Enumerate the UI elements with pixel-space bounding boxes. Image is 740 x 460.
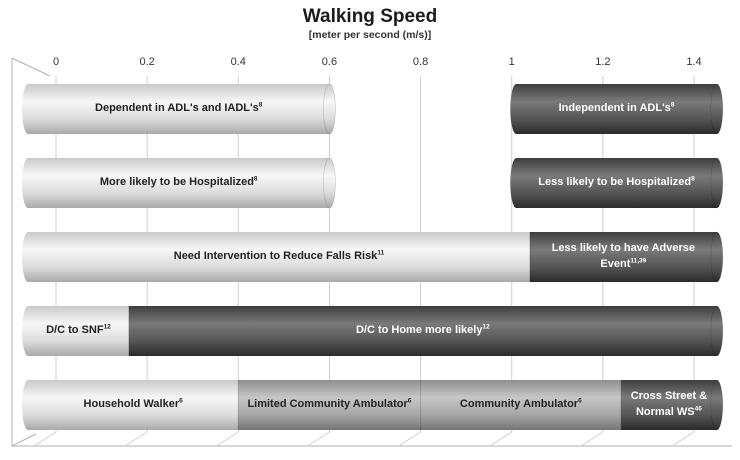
grid-floor-line [124, 431, 148, 447]
bar-cap-left [22, 84, 34, 134]
bar-segment-adl-0 [22, 83, 336, 135]
bar-segment-ambulation-2 [420, 380, 622, 430]
bar-cap-left [22, 306, 34, 356]
bar-segment-ambulation-0 [22, 380, 239, 430]
x-tick-label: 0 [53, 56, 59, 68]
x-tick-label: 1 [509, 56, 515, 68]
bar-segment-falls-1 [529, 231, 724, 283]
grid-floor-line [398, 431, 421, 447]
bar-cap-right [323, 157, 336, 209]
bar-segment-body [529, 232, 717, 282]
bar-segment-ambulation-1 [237, 380, 421, 430]
bar-segment-discharge-0 [22, 306, 129, 356]
bar-cap-left [510, 84, 523, 134]
bar-cap-left [22, 380, 34, 430]
bar-cap-right [710, 231, 724, 283]
bar-cap-right [710, 83, 724, 135]
x-tick-label: 1.4 [686, 56, 701, 68]
plot-frame [11, 57, 732, 447]
bar-segment-body [420, 380, 622, 430]
x-axis-ticks: 0 0.2 0.4 0.6 0.8 1 1.2 1.4 [53, 56, 702, 68]
bar-segment-body [28, 232, 530, 282]
bar-segment-body [516, 158, 717, 208]
grid-floor-line [307, 431, 330, 447]
bar-cap-right [710, 305, 724, 357]
grid-floor-line [671, 431, 695, 447]
bars [22, 83, 724, 431]
x-tick-label: 0.4 [231, 56, 246, 68]
x-tick-label: 0.8 [413, 56, 428, 68]
grid-floor-line [33, 431, 57, 447]
bar-segment-discharge-1 [128, 305, 724, 357]
bar-segment-falls-0 [22, 232, 530, 282]
bar-cap-left [22, 232, 34, 282]
frame-top-edge [11, 57, 51, 77]
bar-segment-body [516, 84, 717, 134]
x-tick-label: 1.2 [595, 56, 610, 68]
x-tick-label: 0.2 [139, 56, 154, 68]
bar-segment-ambulation-3 [620, 379, 724, 431]
bar-segment-body [28, 84, 330, 134]
bar-cap-left [22, 158, 34, 208]
bar-segment-body [621, 380, 717, 430]
grid-floor-line [489, 431, 512, 447]
bar-segment-body [28, 158, 330, 208]
bar-segment-hospitalization-1 [510, 157, 724, 209]
bar-segment-hospitalization-0 [22, 157, 336, 209]
bar-segment-body [128, 306, 717, 356]
chart-subtitle: [meter per second (m/s)] [308, 29, 432, 41]
bar-segment-body [238, 380, 421, 430]
x-tick-label: 0.6 [322, 56, 337, 68]
bar-cap-right [323, 83, 336, 135]
bar-cap-right [710, 379, 724, 431]
bar-segment-adl-1 [510, 83, 724, 135]
bar-segment-body [28, 380, 239, 430]
grid-floor-line [580, 431, 604, 447]
chart-title: Walking Speed [302, 6, 438, 27]
bar-cap-right [710, 157, 724, 209]
bar-segment-body [28, 306, 129, 356]
grid-floor-line [216, 431, 239, 447]
bar-cap-left [510, 158, 523, 208]
